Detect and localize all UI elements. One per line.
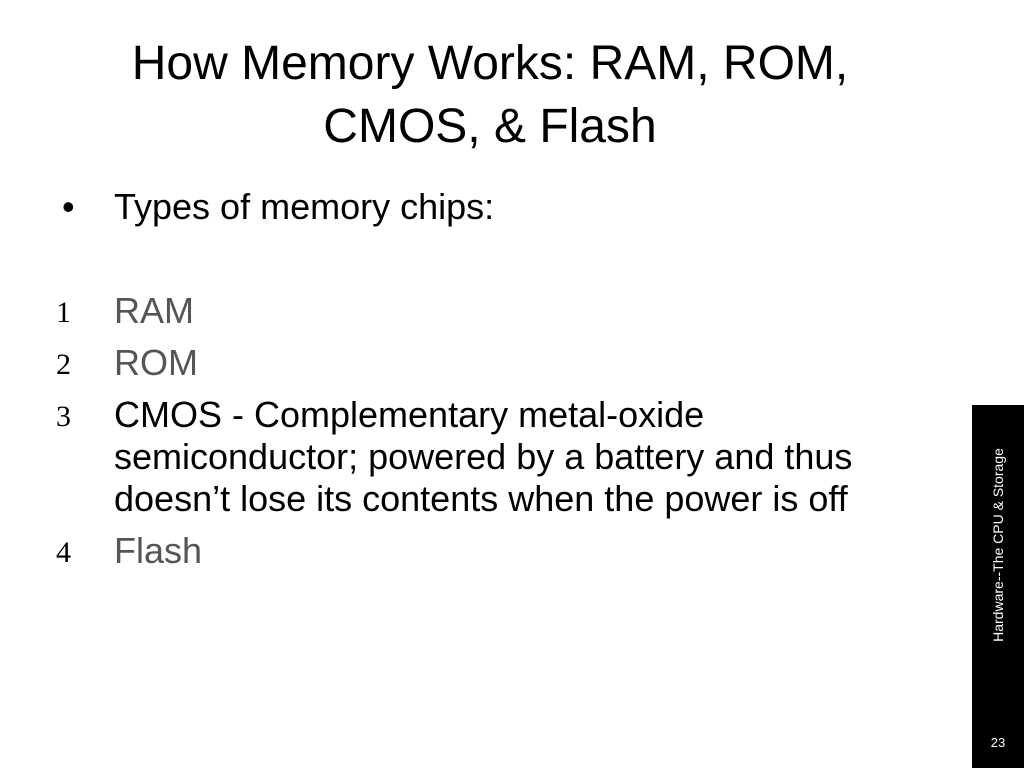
list-text: CMOS - Complementary metal-oxide semicon… — [114, 394, 853, 519]
list-number: 4 — [56, 536, 71, 569]
list-item-flash: 4 Flash — [56, 530, 956, 572]
list-item-ram: 1 RAM — [56, 290, 956, 332]
list-number: 2 — [56, 348, 71, 381]
list-text: Flash — [114, 530, 203, 571]
list-number: 1 — [56, 296, 71, 329]
title-line-1: How Memory Works: RAM, ROM, — [131, 37, 849, 90]
list-text: ROM — [114, 342, 198, 383]
slide-title: How Memory Works: RAM, ROM, CMOS, & Flas… — [40, 32, 940, 158]
list-number: 3 — [56, 400, 71, 433]
memory-types-list: 1 RAM 2 ROM 3 CMOS - Complementary metal… — [56, 290, 956, 582]
list-item-rom: 2 ROM — [56, 342, 956, 384]
list-item-cmos: 3 CMOS - Complementary metal-oxide semic… — [56, 394, 956, 520]
bullet-icon: • — [62, 186, 75, 227]
bullet-text: Types of memory chips: — [114, 186, 495, 227]
page-number: 23 — [990, 735, 1006, 750]
list-text: RAM — [114, 290, 194, 331]
side-band: Hardware--The CPU & Storage 23 — [972, 405, 1024, 768]
side-label-text: Hardware--The CPU & Storage — [990, 448, 1006, 642]
title-line-2: CMOS, & Flash — [323, 100, 657, 153]
side-label: Hardware--The CPU & Storage — [972, 405, 1024, 705]
